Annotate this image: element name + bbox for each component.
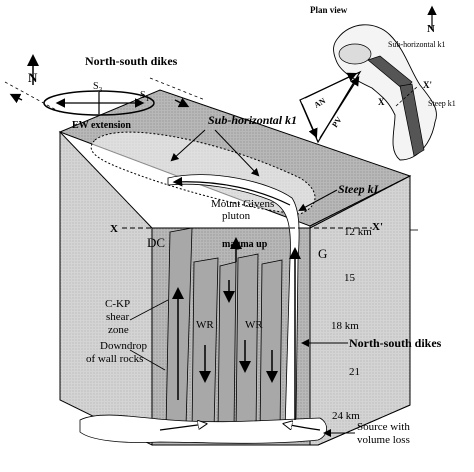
steep-k1-label: Steep kI xyxy=(338,182,380,196)
plan-x-label: X xyxy=(378,97,385,107)
depth-15: 15 xyxy=(344,272,356,284)
pluton-label: pluton xyxy=(222,210,251,222)
dc-label: DC xyxy=(147,235,165,250)
source-label-2: volume loss xyxy=(357,434,410,446)
plan-sub-horizontal-dike xyxy=(367,55,413,91)
g-label: G xyxy=(318,246,327,261)
ckp-label-1: C-KP xyxy=(105,298,130,310)
north-symbol: N xyxy=(28,70,38,85)
plan-pluton xyxy=(338,43,372,65)
plan-steep-label: Steep k1 xyxy=(428,99,456,108)
x-prime-label: X' xyxy=(372,221,383,233)
dike-slab xyxy=(217,261,237,433)
s1-label: S1 xyxy=(140,90,150,103)
plan-view-title: Plan view xyxy=(310,5,348,15)
dike-slab xyxy=(259,259,283,437)
plan-x-prime-label: X' xyxy=(423,80,432,90)
depth-12: 12 km xyxy=(344,226,372,238)
depth-24: 24 km xyxy=(332,410,360,422)
an-label: AN xyxy=(313,96,328,110)
plan-steep-dike xyxy=(399,83,425,157)
plan-view-north: N xyxy=(427,23,435,35)
source-label-1: Source with xyxy=(357,421,410,433)
wr-label-left: WR xyxy=(196,319,214,331)
ckp-label-3: zone xyxy=(108,324,129,336)
magma-up-label: magma up xyxy=(222,239,268,250)
wr-label-right: WR xyxy=(245,319,263,331)
downdrop-label-2: of wall rocks xyxy=(86,353,143,365)
plan-sub-horizontal-label: Sub-horizontal k1 xyxy=(388,40,446,49)
mount-givens-label: Mount Givens xyxy=(211,198,274,210)
s3-label: S3 xyxy=(93,81,103,94)
ckp-label-2: shear xyxy=(106,311,130,323)
x-label: X xyxy=(110,223,118,235)
block-right-face xyxy=(309,175,411,446)
depth-18: 18 km xyxy=(331,320,359,332)
north-south-dikes-right-label: North-south dikes xyxy=(349,336,442,350)
block-left-face xyxy=(59,130,153,446)
ew-extension-label: EW extension xyxy=(72,120,131,131)
vector-triangle xyxy=(299,70,362,144)
downdrop-label-1: Downdrop xyxy=(100,340,148,352)
north-south-dikes-label: North-south dikes xyxy=(85,54,178,68)
depth-21: 21 xyxy=(349,366,360,378)
plan-view xyxy=(299,5,437,161)
sub-horizontal-k1-label: Sub-horizontal k1 xyxy=(208,113,297,127)
dike-slab xyxy=(235,253,259,435)
